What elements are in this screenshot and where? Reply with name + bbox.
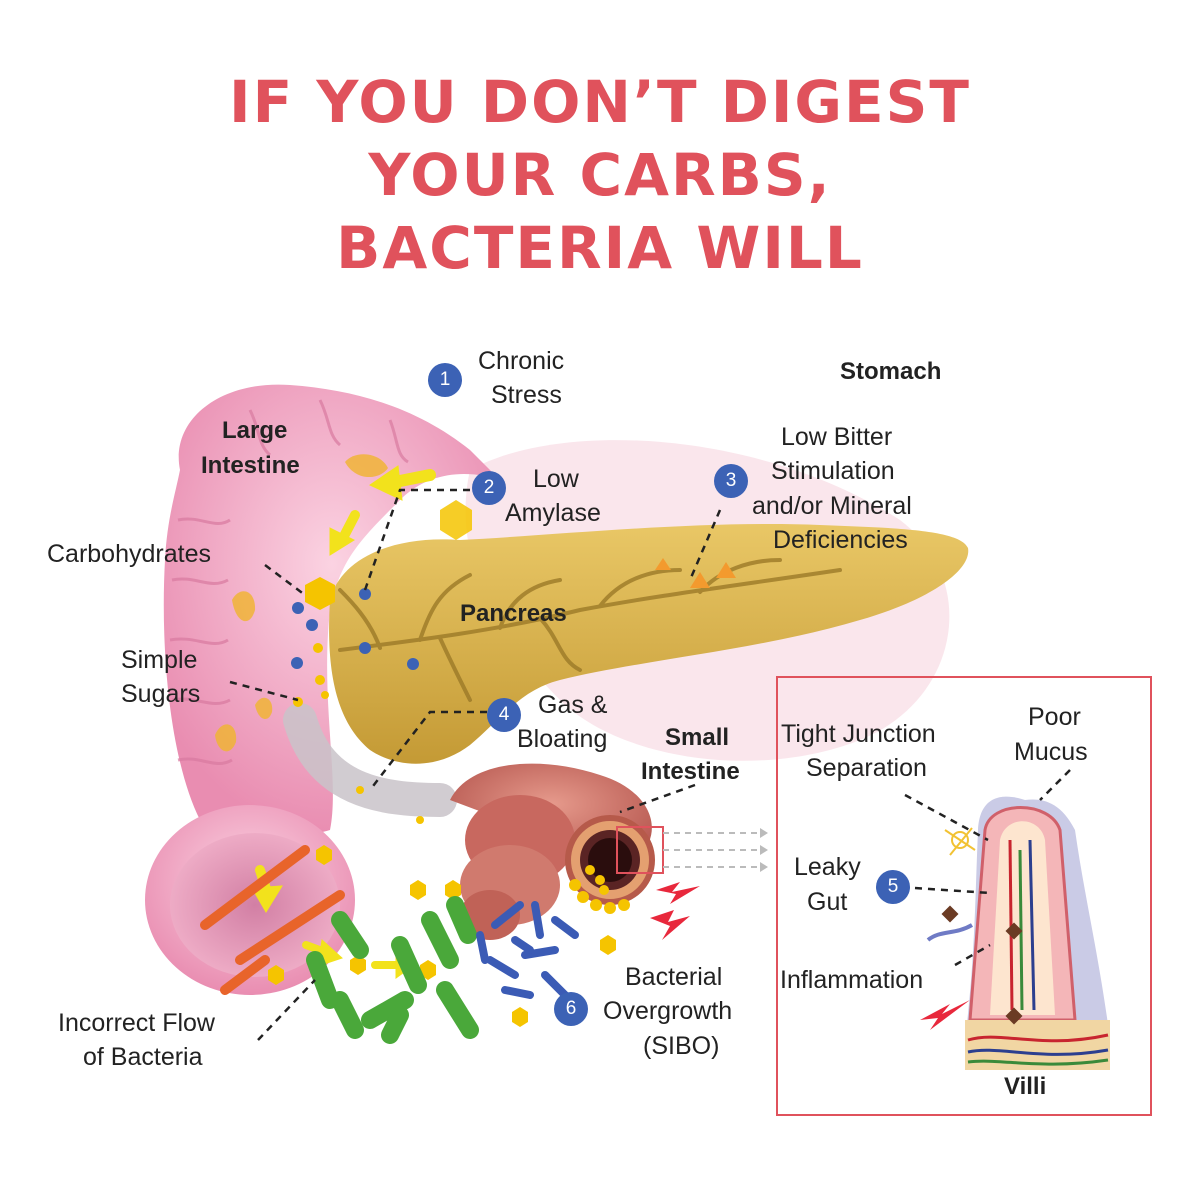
label-large-intestine-line2: Intestine — [201, 452, 300, 479]
step-5-label-line1: Leaky — [794, 853, 861, 881]
step-6-label-line1: Bacterial — [625, 963, 723, 991]
label-simple-sugars-line2: Sugars — [121, 680, 201, 708]
mineral-triangles — [655, 558, 736, 588]
label-incorrect-flow-line2: of Bacteria — [83, 1043, 203, 1071]
label-small-intestine-line2: Intestine — [641, 758, 740, 785]
step-4-label-line2: Bloating — [517, 725, 608, 753]
step-3-label-line2: Stimulation — [771, 457, 895, 485]
title-line-3: BACTERIA WILL — [336, 214, 864, 282]
bacteria-orange — [200, 845, 345, 995]
villi-drawing — [926, 796, 1110, 1070]
inflammation-bolts — [650, 882, 970, 1030]
label-simple-sugars-line1: Simple — [121, 646, 198, 674]
label-carbohydrates: Carbohydrates — [47, 540, 211, 568]
step-2-label-line2: Amylase — [505, 499, 601, 527]
pancreas-shape — [329, 523, 969, 764]
fat-deposits — [215, 454, 388, 752]
step-1-badge: 1 — [428, 363, 462, 397]
label-stomach: Stomach — [840, 358, 942, 385]
step-1-label-line2: Stress — [491, 381, 562, 409]
step-5-badge: 5 — [876, 870, 910, 904]
label-pancreas: Pancreas — [460, 600, 567, 627]
leader-lines — [229, 488, 1071, 1041]
step-3-label-line3: and/or Mineral — [752, 492, 912, 520]
duodenum-tube — [283, 703, 457, 817]
label-poor-mucus-line2: Mucus — [1014, 738, 1088, 766]
carbohydrate-hexagons — [268, 500, 616, 1027]
step-6-badge: 6 — [554, 992, 588, 1026]
label-poor-mucus-line1: Poor — [1028, 703, 1081, 731]
blue-dots — [291, 588, 419, 670]
label-incorrect-flow-line1: Incorrect Flow — [58, 1009, 215, 1037]
step-3-badge: 3 — [714, 464, 748, 498]
step-2-label-line1: Low — [533, 465, 579, 493]
step-1-label-line1: Chronic — [478, 347, 565, 375]
step-2-badge: 2 — [472, 471, 506, 505]
bacteria-green — [306, 896, 479, 1044]
label-tight-junction-line2: Separation — [806, 754, 927, 782]
step-4-badge: 4 — [487, 698, 521, 732]
title-line-2: YOUR CARBS, — [368, 141, 832, 209]
step-6-label-line2: Overgrowth — [603, 997, 733, 1025]
step-4-label-line1: Gas & — [538, 691, 608, 719]
step-3-label-line1: Low Bitter — [781, 423, 893, 451]
step-6-label-line3: (SIBO) — [643, 1032, 720, 1060]
label-villi: Villi — [1004, 1073, 1047, 1100]
label-small-intestine-line1: Small — [665, 724, 730, 751]
title-line-1: IF YOU DON’T DIGEST — [229, 68, 971, 136]
small-intestine-shape — [450, 763, 664, 940]
bacteria-blue — [476, 901, 579, 999]
label-inflammation: Inflammation — [780, 966, 924, 994]
label-large-intestine-line1: Large — [222, 417, 288, 444]
step-5-label-line2: Gut — [807, 888, 848, 916]
label-tight-junction-line1: Tight Junction — [781, 720, 936, 748]
step-3-label-line4: Deficiencies — [773, 526, 908, 554]
villi-inset-frame — [776, 676, 1152, 1116]
zoom-arrows — [663, 832, 760, 868]
